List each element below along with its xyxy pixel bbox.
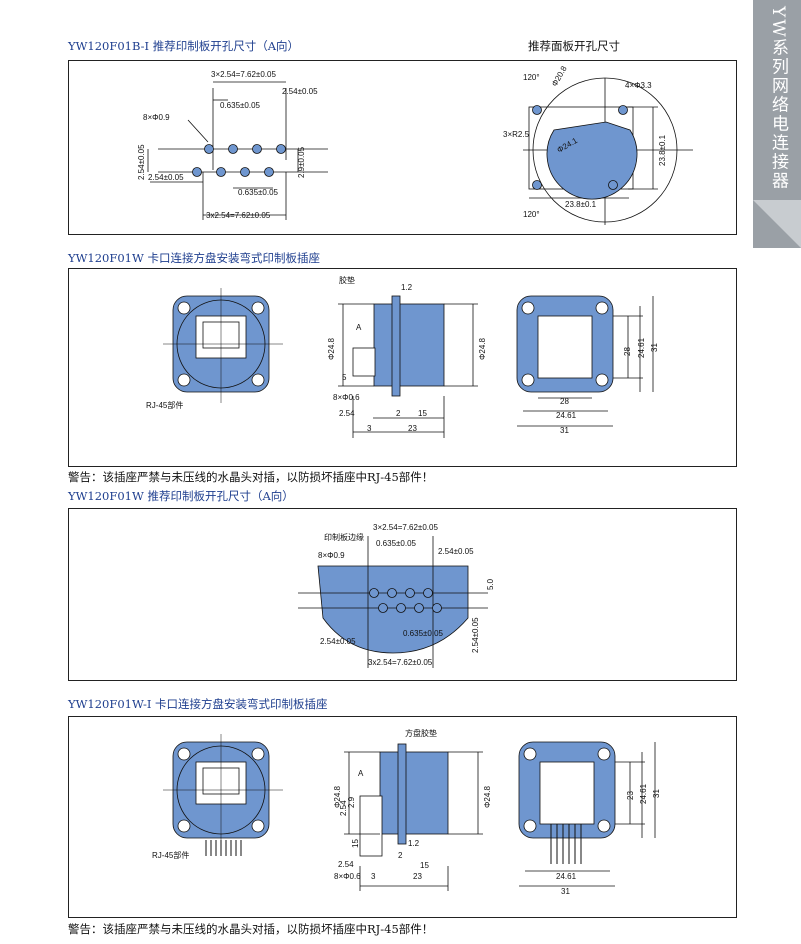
dim-label: 印制板边缘 [324, 532, 364, 542]
dim-label: RJ-45部件 [146, 400, 183, 410]
dim-label: 23 [413, 872, 422, 881]
dim-label: 2.54 [338, 860, 354, 869]
dim-label: 1.2 [401, 283, 413, 292]
dim-label: 15 [418, 409, 427, 418]
dim-label: 2.54 [339, 409, 355, 418]
dim-label: 1.2 [408, 839, 420, 848]
dim-label: 胶垫 [339, 275, 355, 285]
pcb-hole-drawing-3: 印制板边缘 8×Φ0.9 3×2.54=7.62±0.05 0.635±0.05… [298, 523, 495, 668]
connector-drawing-2: 胶垫 1.2 A Φ24.8 Φ24.8 5 8×Φ0.6 2.54 2 15 … [146, 275, 659, 438]
dim-label: 4×Φ3.3 [625, 81, 652, 90]
dim-label: 2 [396, 409, 401, 418]
dim-label: 2.9±0.05 [297, 146, 306, 178]
dim-label: 2.54 [339, 800, 348, 816]
warning-2: 警告：该插座严禁与未压线的水晶头对插，以防损坏插座中RJ-45部件！ [68, 922, 434, 936]
dim-label: 2.54±0.05 [137, 144, 146, 180]
dim-label: 3×2.54=7.62±0.05 [211, 70, 276, 79]
dim-label: 3x2.54=7.62±0.05 [206, 211, 271, 220]
dim-label: 3x2.54=7.62±0.05 [368, 658, 433, 667]
dim-label: 0.635±0.05 [376, 539, 417, 548]
dim-label: 24.61 [556, 872, 577, 881]
dim-label: 3 [367, 424, 372, 433]
dim-label: 120° [523, 73, 540, 82]
dim-label: 23.8±0.1 [565, 200, 597, 209]
dim-label: 2.9 [347, 796, 356, 808]
dim-label: 28 [560, 397, 569, 406]
dim-label: 2.54±0.05 [148, 173, 184, 182]
warning-1: 警告：该插座严禁与未压线的水晶头对插，以防损坏插座中RJ-45部件！ [68, 470, 434, 484]
dim-label: 24.61 [556, 411, 577, 420]
dim-label: 2.54±0.05 [471, 617, 480, 653]
dim-label: 28 [623, 347, 632, 356]
dim-label: Φ20.8 [550, 64, 569, 88]
dim-label: 2.54±0.05 [320, 637, 356, 646]
series-title: YW系列网络电连接器 [768, 6, 788, 191]
dim-label: 15 [351, 839, 360, 848]
dim-label: Φ24.8 [327, 337, 336, 360]
dim-label: 8×Φ0.6 [334, 872, 361, 881]
dim-label: 23.8±0.1 [658, 134, 667, 166]
dim-label: 31 [561, 887, 570, 896]
dim-label: 8×Φ0.6 [333, 393, 360, 402]
dim-label: 24.61 [637, 337, 646, 358]
dim-label: 0.635±0.05 [220, 101, 261, 110]
dim-label: 24.61 [639, 783, 648, 804]
connector-drawing-4: 方盘胶垫 A Φ24.8 Φ24.8 2.54 2.9 15 1.2 2 15 … [152, 728, 661, 896]
dim-label: 8×Φ0.9 [318, 551, 345, 560]
section1-right-title: 推荐面板开孔尺寸 [528, 39, 620, 53]
dim-label: 0.635±0.05 [238, 188, 279, 197]
section4-title: YW120F01W-I 卡口连接方盘安装弯式印制板插座 [68, 697, 328, 711]
dim-label: 120° [523, 210, 540, 219]
section1-title: YW120F01B-I 推荐印制板开孔尺寸（A向） [68, 39, 300, 53]
dim-label: A [356, 323, 362, 332]
dim-label: 23 [626, 791, 635, 800]
dim-label: 5 [342, 373, 347, 382]
sidebar-fold [753, 200, 801, 248]
dim-label: 2.54±0.05 [438, 547, 474, 556]
dim-label: 15 [420, 861, 429, 870]
section2-title: YW120F01W 卡口连接方盘安装弯式印制板插座 [68, 251, 320, 265]
dim-label: 2.54±0.05 [282, 87, 318, 96]
section3-title: YW120F01W 推荐印制板开孔尺寸（A向） [68, 489, 294, 503]
dim-label: 8×Φ0.9 [143, 113, 170, 122]
dim-label: 31 [652, 789, 661, 798]
dim-label: A [358, 769, 364, 778]
dim-label: 31 [650, 343, 659, 352]
dim-label: 0.635±0.05 [403, 629, 444, 638]
pcb-hole-drawing-1: 3×2.54=7.62±0.05 2.54±0.05 0.635±0.05 8×… [137, 64, 693, 225]
dim-label: Φ24.8 [483, 785, 492, 808]
dim-label: 3×R2.5 [503, 130, 530, 139]
dim-label: 31 [560, 426, 569, 435]
dim-label: 5.0 [486, 578, 495, 590]
dim-label: Φ24.8 [478, 337, 487, 360]
dim-label: 2 [398, 851, 403, 860]
dim-label: 23 [408, 424, 417, 433]
dim-label: 方盘胶垫 [405, 728, 437, 738]
dim-label: RJ-45部件 [152, 850, 189, 860]
dim-label: Φ24.8 [333, 785, 342, 808]
dim-label: 3 [371, 872, 376, 881]
dim-label: 3×2.54=7.62±0.05 [373, 523, 438, 532]
